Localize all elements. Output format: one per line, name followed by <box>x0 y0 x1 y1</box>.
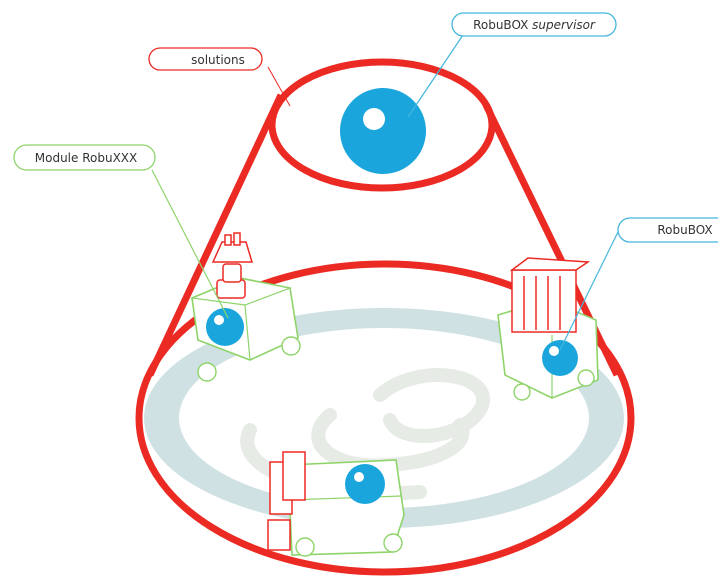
callout-lines <box>151 31 619 351</box>
callout-supervisor-main: RobuBOX <box>473 18 532 32</box>
cone-top <box>268 58 496 192</box>
solutions-callout-line <box>267 66 291 107</box>
module-callout-line <box>151 169 229 319</box>
callout-supervisor-label: RobuBOX supervisor <box>473 18 596 32</box>
gripper-robot-icon <box>267 451 405 557</box>
callout-module: Module RobuXXX <box>13 144 156 171</box>
callout-solutions: solutions <box>148 47 263 71</box>
box-robot-icon <box>497 257 599 401</box>
callout-robubox: RobuBOX <box>617 217 718 243</box>
cone-left-side <box>146 93 285 377</box>
callout-solutions-label: solutions <box>191 53 245 67</box>
callout-robubox-label: RobuBOX <box>657 223 712 237</box>
eye-icon <box>340 88 426 174</box>
callout-supervisor: RobuBOX supervisor <box>451 12 617 37</box>
cone-base <box>135 260 635 576</box>
robubox-callout-line <box>559 231 619 351</box>
callout-supervisor-italic: supervisor <box>532 18 596 32</box>
callout-module-label: Module RobuXXX <box>35 151 137 165</box>
supervisor-callout-line <box>407 31 466 118</box>
